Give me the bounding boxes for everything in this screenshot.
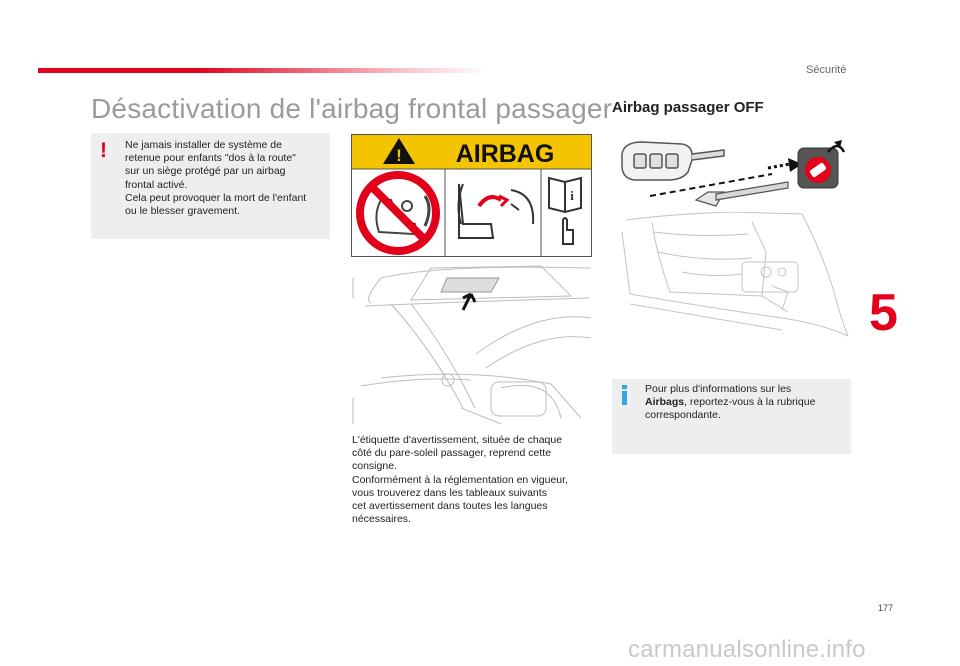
info-text: Pour plus d'informations sur les Airbags… bbox=[645, 383, 840, 423]
label-description: L'étiquette d'avertissement, située de c… bbox=[352, 434, 592, 526]
key-switch-illustration bbox=[621, 140, 846, 207]
label-description-line: L'étiquette d'avertissement, située de c… bbox=[352, 434, 563, 446]
warning-line: Ne jamais installer de système de bbox=[125, 139, 282, 151]
info-icon bbox=[622, 385, 627, 405]
label-banner-text: AIRBAG bbox=[456, 140, 555, 168]
svg-text:!: ! bbox=[396, 146, 402, 165]
warning-line: sur un siège protégé par un airbag bbox=[125, 165, 286, 178]
warning-line: ou le blesser gravement. bbox=[125, 205, 240, 218]
warning-triangle-icon bbox=[383, 138, 415, 164]
visor-label-area bbox=[440, 277, 500, 293]
key-blade-icon bbox=[694, 181, 789, 207]
label-description-line: nécessaires. bbox=[352, 513, 411, 526]
chapter-number: 5 bbox=[869, 284, 898, 342]
arrow-icon bbox=[461, 292, 477, 311]
dashed-line bbox=[649, 173, 773, 197]
airbag-off-switch-icon bbox=[797, 147, 839, 189]
warning-box bbox=[91, 133, 330, 239]
watermark: carmanualsonline.info bbox=[628, 636, 866, 663]
info-line: Pour plus d'informations sur les bbox=[645, 383, 792, 395]
sun-visor-illustration bbox=[352, 265, 592, 424]
info-box bbox=[612, 379, 851, 454]
label-description-line: cet avertissement dans toutes les langue… bbox=[352, 500, 548, 513]
warning-text: Ne jamais installer de système de retenu… bbox=[125, 139, 325, 218]
airbag-warning-label: ! AIRBAG i bbox=[351, 134, 592, 257]
subtitle: Airbag passager OFF bbox=[612, 99, 764, 116]
page-number: 177 bbox=[878, 603, 894, 613]
glovebox-illustration bbox=[621, 212, 849, 337]
info-line-rest: , reportez-vous à la rubrique bbox=[684, 396, 816, 409]
manual-icon: i bbox=[548, 176, 582, 245]
label-description-line: vous trouverez dans les tableaux suivant… bbox=[352, 486, 547, 499]
section-title: Sécurité bbox=[806, 64, 847, 76]
page-title: Désactivation de l'airbag frontal passag… bbox=[91, 93, 613, 124]
label-description-line: consigne. bbox=[352, 460, 397, 473]
label-description-line: côté du pare-soleil passager, reprend ce… bbox=[352, 447, 552, 460]
dotted-arrow bbox=[767, 162, 791, 170]
label-description-line: Conformément à la réglementation en vigu… bbox=[352, 473, 568, 486]
arrow-icon bbox=[788, 158, 802, 172]
warning-line: retenue pour enfants "dos à la route" bbox=[125, 152, 296, 165]
warning-line: Cela peut provoquer la mort de l'enfant bbox=[125, 191, 307, 204]
info-line: correspondante. bbox=[645, 409, 721, 422]
seat-airbag-icon bbox=[457, 183, 535, 239]
svg-text:i: i bbox=[570, 188, 574, 203]
header-accent-bar bbox=[38, 68, 488, 73]
info-line: Airbags, reportez-vous à la rubrique bbox=[645, 396, 840, 409]
info-bold-term: Airbags bbox=[645, 396, 685, 409]
rotate-arrow-icon bbox=[827, 144, 846, 153]
car-key-icon bbox=[621, 141, 725, 181]
no-rear-facing-seat-icon bbox=[356, 171, 440, 255]
exclamation-icon: ! bbox=[100, 139, 107, 162]
warning-line: frontal activé. bbox=[125, 178, 188, 191]
